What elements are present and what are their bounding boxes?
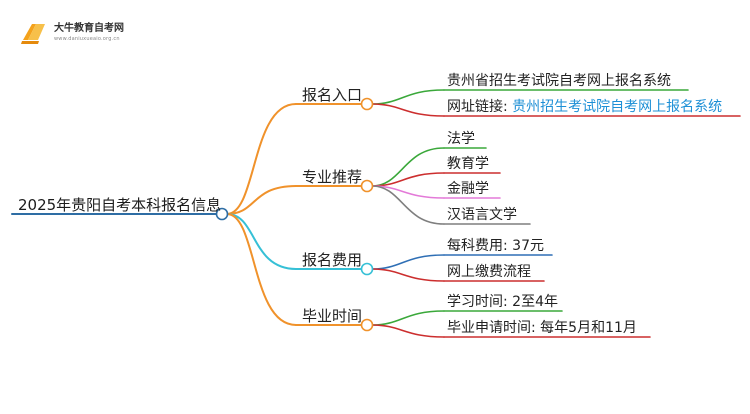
leaf-online-payment: 网上缴费流程 bbox=[447, 264, 531, 280]
brand-name: 大牛教育自考网 bbox=[54, 23, 124, 34]
leaf-major-law: 法学 bbox=[447, 131, 475, 147]
branch-recommended-majors: 专业推荐 bbox=[302, 168, 363, 186]
brand-url: www.daniuxueaio.org.cn bbox=[54, 36, 120, 42]
leaf-major-finance: 金融学 bbox=[447, 181, 489, 197]
leaf-major-chinese-literature: 汉语言文学 bbox=[447, 207, 517, 223]
leaf-connector-graduation-time-0 bbox=[371, 310, 445, 326]
node-graduation-time bbox=[360, 318, 374, 332]
connector-signup-entry bbox=[226, 103, 297, 215]
root-topic: 2025年贵阳自考本科报名信息 bbox=[18, 196, 222, 214]
branch-graduation-time: 毕业时间 bbox=[302, 307, 363, 325]
connector-recommended-majors bbox=[226, 185, 297, 215]
leaf-study-duration: 学习时间: 2至4年 bbox=[447, 294, 558, 310]
leaf-connector-signup-fees-1 bbox=[371, 268, 445, 282]
node-root bbox=[215, 207, 229, 221]
leaf-signup-system: 贵州省招生考试院自考网上报名系统 bbox=[447, 73, 671, 89]
branch-signup-fees: 报名费用 bbox=[302, 251, 363, 269]
leaf-graduation-application: 毕业申请时间: 每年5月和11月 bbox=[447, 320, 637, 336]
leaf-connector-signup-entry-1 bbox=[371, 103, 445, 117]
node-recommended-majors bbox=[360, 179, 374, 193]
branch-signup-entry: 报名入口 bbox=[302, 86, 363, 104]
node-signup-entry bbox=[360, 97, 374, 111]
connector-signup-fees bbox=[226, 213, 297, 270]
leaf-website-link-label: 网址链接: bbox=[447, 99, 513, 115]
leaf-website-link: 网址链接: 贵州招生考试院自考网上报名系统 bbox=[447, 98, 722, 116]
leaf-connector-signup-entry-0 bbox=[371, 89, 445, 105]
leaf-connector-signup-fees-0 bbox=[371, 254, 445, 270]
brand-logo: 大牛教育自考网 www.daniuxueaio.org.cn bbox=[20, 20, 124, 46]
leaf-connector-recommended-majors-1 bbox=[371, 172, 445, 187]
node-signup-fees bbox=[360, 262, 374, 276]
connector-graduation-time bbox=[226, 213, 297, 326]
leaf-connector-recommended-majors-3 bbox=[371, 185, 445, 225]
leaf-fee-per-subject: 每科费用: 37元 bbox=[447, 238, 544, 254]
leaf-major-education: 教育学 bbox=[447, 156, 489, 172]
leaf-connector-graduation-time-1 bbox=[371, 324, 445, 338]
signup-system-link[interactable]: 贵州招生考试院自考网上报名系统 bbox=[512, 99, 723, 115]
leaf-connector-recommended-majors-0 bbox=[371, 147, 445, 187]
book-logo-icon bbox=[21, 24, 45, 44]
